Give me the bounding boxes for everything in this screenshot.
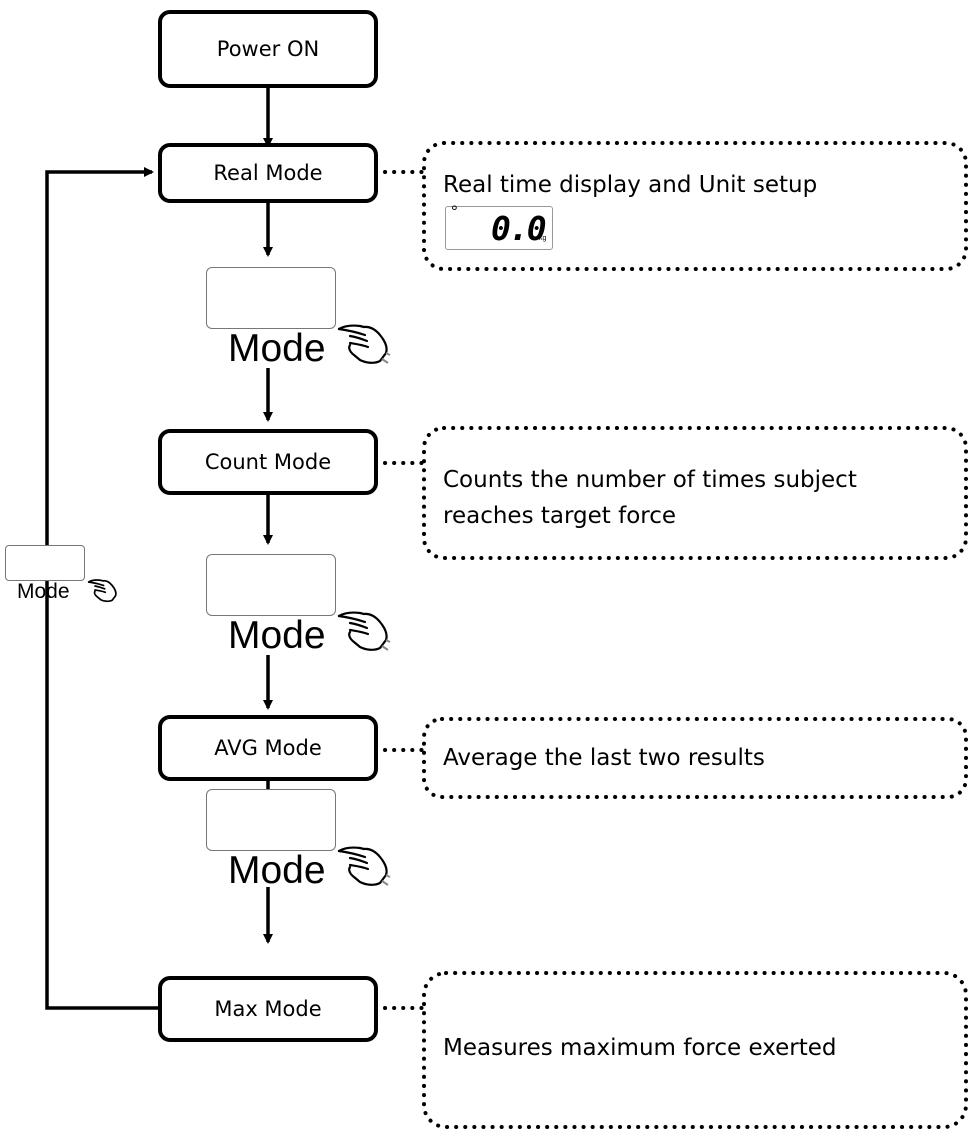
hand-pointer-icon bbox=[337, 846, 391, 886]
mode-button-1: Mode bbox=[206, 267, 396, 373]
mode-button-label: Mode bbox=[228, 849, 326, 892]
note-count-text-2: reaches target force bbox=[443, 503, 677, 529]
mode-button-2: Mode bbox=[206, 554, 396, 660]
max-mode-label: Max Mode bbox=[214, 997, 322, 1021]
lcd-unit: kg bbox=[539, 235, 547, 242]
mode-button-face bbox=[206, 789, 336, 851]
mode-button-face bbox=[206, 554, 336, 616]
note-avg-mode: Average the last two results bbox=[421, 716, 969, 800]
mode-button-loop: Mode bbox=[5, 545, 125, 605]
note-frame bbox=[422, 141, 968, 271]
count-mode-label: Count Mode bbox=[204, 450, 332, 474]
note-frame bbox=[422, 717, 968, 799]
note-real-mode: Real time display and Unit setup ° 0.0 k… bbox=[421, 140, 969, 272]
mode-button-face bbox=[5, 545, 85, 581]
hand-pointer-icon bbox=[87, 579, 117, 603]
note-count-text-1: Counts the number of times subject bbox=[443, 467, 857, 493]
hand-pointer-icon bbox=[337, 611, 391, 651]
note-avg-text: Average the last two results bbox=[443, 745, 765, 771]
lcd-value: 0.0 bbox=[491, 209, 547, 248]
mode-button-label: Mode bbox=[228, 327, 326, 370]
note-max-text: Measures maximum force exerted bbox=[443, 1035, 837, 1061]
avg-mode-label: AVG Mode bbox=[214, 736, 322, 760]
loop-back-line bbox=[45, 167, 158, 1010]
mode-button-label: Mode bbox=[228, 614, 326, 657]
real-mode-label: Real Mode bbox=[213, 161, 323, 185]
mode-button-face bbox=[206, 267, 336, 329]
note-count-mode: Counts the number of times subject reach… bbox=[421, 425, 969, 561]
note-max-mode: Measures maximum force exerted bbox=[421, 970, 969, 1130]
max-mode-node: Max Mode bbox=[158, 976, 378, 1042]
mode-button-label: Mode bbox=[17, 580, 70, 603]
power-on-label: Power ON bbox=[216, 37, 320, 61]
note-frame bbox=[422, 971, 968, 1129]
avg-mode-node: AVG Mode bbox=[158, 715, 378, 781]
real-mode-node: Real Mode bbox=[158, 143, 378, 203]
count-mode-node: Count Mode bbox=[158, 429, 378, 495]
note-real-text: Real time display and Unit setup bbox=[443, 172, 818, 198]
power-on-node: Power ON bbox=[158, 10, 378, 88]
lcd-display: ° 0.0 kg bbox=[445, 202, 553, 250]
hand-pointer-icon bbox=[337, 324, 391, 364]
mode-button-3: Mode bbox=[206, 789, 396, 895]
lcd-indicator: ° bbox=[451, 202, 458, 221]
